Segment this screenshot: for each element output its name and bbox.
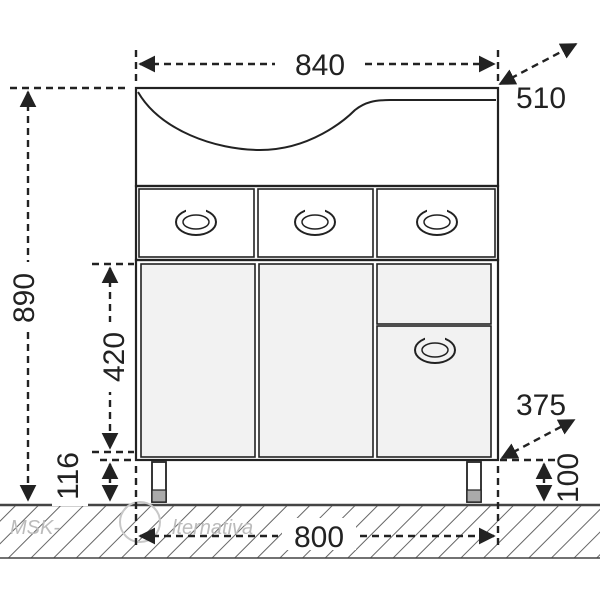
- leg-height-label: 116: [52, 452, 85, 500]
- watermark-text-right: lternativa: [172, 517, 253, 539]
- side-panel-upper: [376, 263, 492, 325]
- basin-curve: [137, 91, 496, 152]
- door-height-label: 420: [98, 332, 131, 382]
- watermark: MSK- lternativa: [10, 501, 253, 543]
- dimension-top-width: 840: [134, 49, 500, 82]
- dimension-depth-top: 510: [498, 42, 578, 115]
- top-drawer-middle: [257, 188, 374, 258]
- depth-bottom-label: 375: [516, 389, 566, 422]
- top-width-label: 840: [295, 49, 345, 82]
- dimension-leg-height: 116: [52, 446, 134, 506]
- watermark-text-left: MSK-: [10, 517, 60, 539]
- plinth-height-label: 100: [552, 453, 585, 503]
- depth-top-label: 510: [516, 82, 566, 115]
- handle-icon: [175, 206, 217, 236]
- dimension-door-height: 420: [92, 262, 134, 454]
- handle-icon: [416, 206, 458, 236]
- cabinet: [134, 86, 500, 503]
- door-left: [140, 263, 256, 458]
- bottom-width-label: 800: [294, 521, 344, 554]
- door-middle: [258, 263, 374, 458]
- top-drawer-left: [138, 188, 255, 258]
- dimension-total-height: 890: [6, 86, 130, 502]
- dimension-plinth-height: 100: [500, 453, 585, 503]
- lower-drawer-right: [376, 325, 492, 458]
- dimension-bottom-width: 800: [134, 466, 500, 554]
- legs: [151, 461, 482, 503]
- total-height-label: 890: [8, 273, 41, 323]
- handle-icon: [414, 334, 456, 364]
- handle-icon: [294, 206, 336, 236]
- top-drawer-right: [376, 188, 496, 258]
- dimension-depth-bottom: 375: [500, 389, 576, 460]
- drawer-row: [134, 184, 500, 262]
